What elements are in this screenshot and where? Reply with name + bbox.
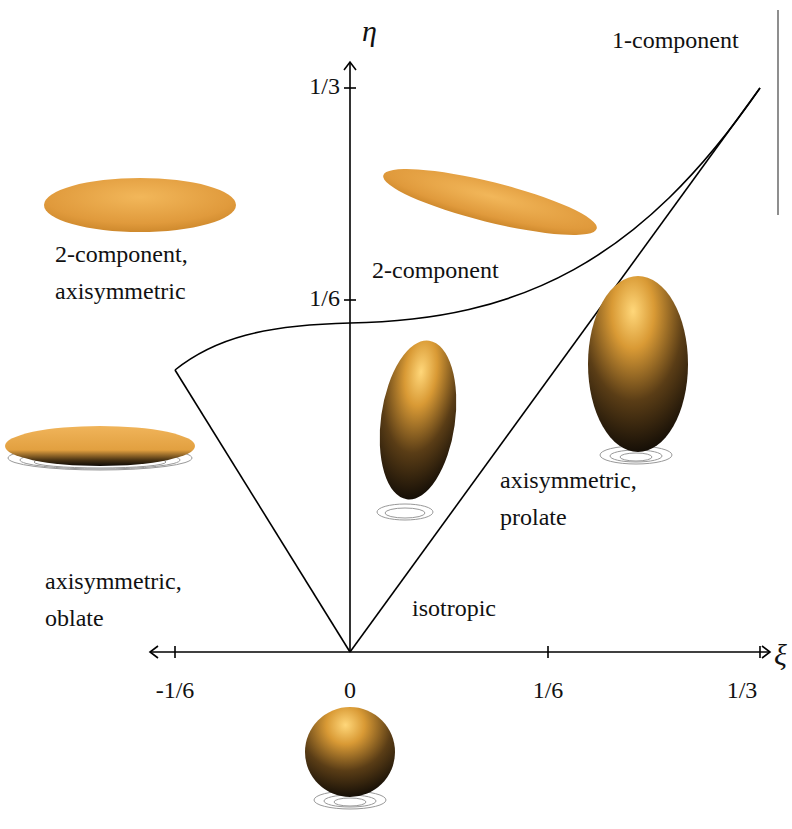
tick-label: 0 — [344, 672, 356, 709]
two-component-ellipsoid — [378, 156, 601, 248]
oblate-ellipsoid — [5, 426, 195, 466]
two-component-axisymmetric-ellipsoid — [44, 178, 236, 232]
axis-name: ξ — [774, 632, 787, 679]
isotropic-sphere — [305, 707, 395, 797]
shadow-rings — [8, 446, 672, 809]
tick-label: 1/3 — [309, 68, 340, 105]
edge-bar — [777, 10, 778, 215]
prolate-tilted-ellipsoid — [370, 336, 466, 505]
tick-label: 1/6 — [533, 672, 564, 709]
region-label: axisymmetric, prolate — [500, 462, 670, 536]
tick-label: -1/6 — [156, 672, 195, 709]
region-label: axisymmetric, oblate — [45, 563, 215, 637]
tick-label: 1/3 — [727, 672, 758, 709]
axis-name: η — [362, 8, 377, 55]
prolate-ellipsoid — [588, 276, 688, 452]
region-label: 2-component — [372, 252, 499, 289]
region-label: isotropic — [412, 590, 496, 627]
axes — [150, 62, 770, 658]
region-label: 1-component — [612, 22, 739, 59]
lumley-triangle — [175, 88, 760, 652]
region-label: 2-component, axisymmetric — [55, 236, 230, 310]
tick-label: 1/6 — [309, 280, 340, 317]
